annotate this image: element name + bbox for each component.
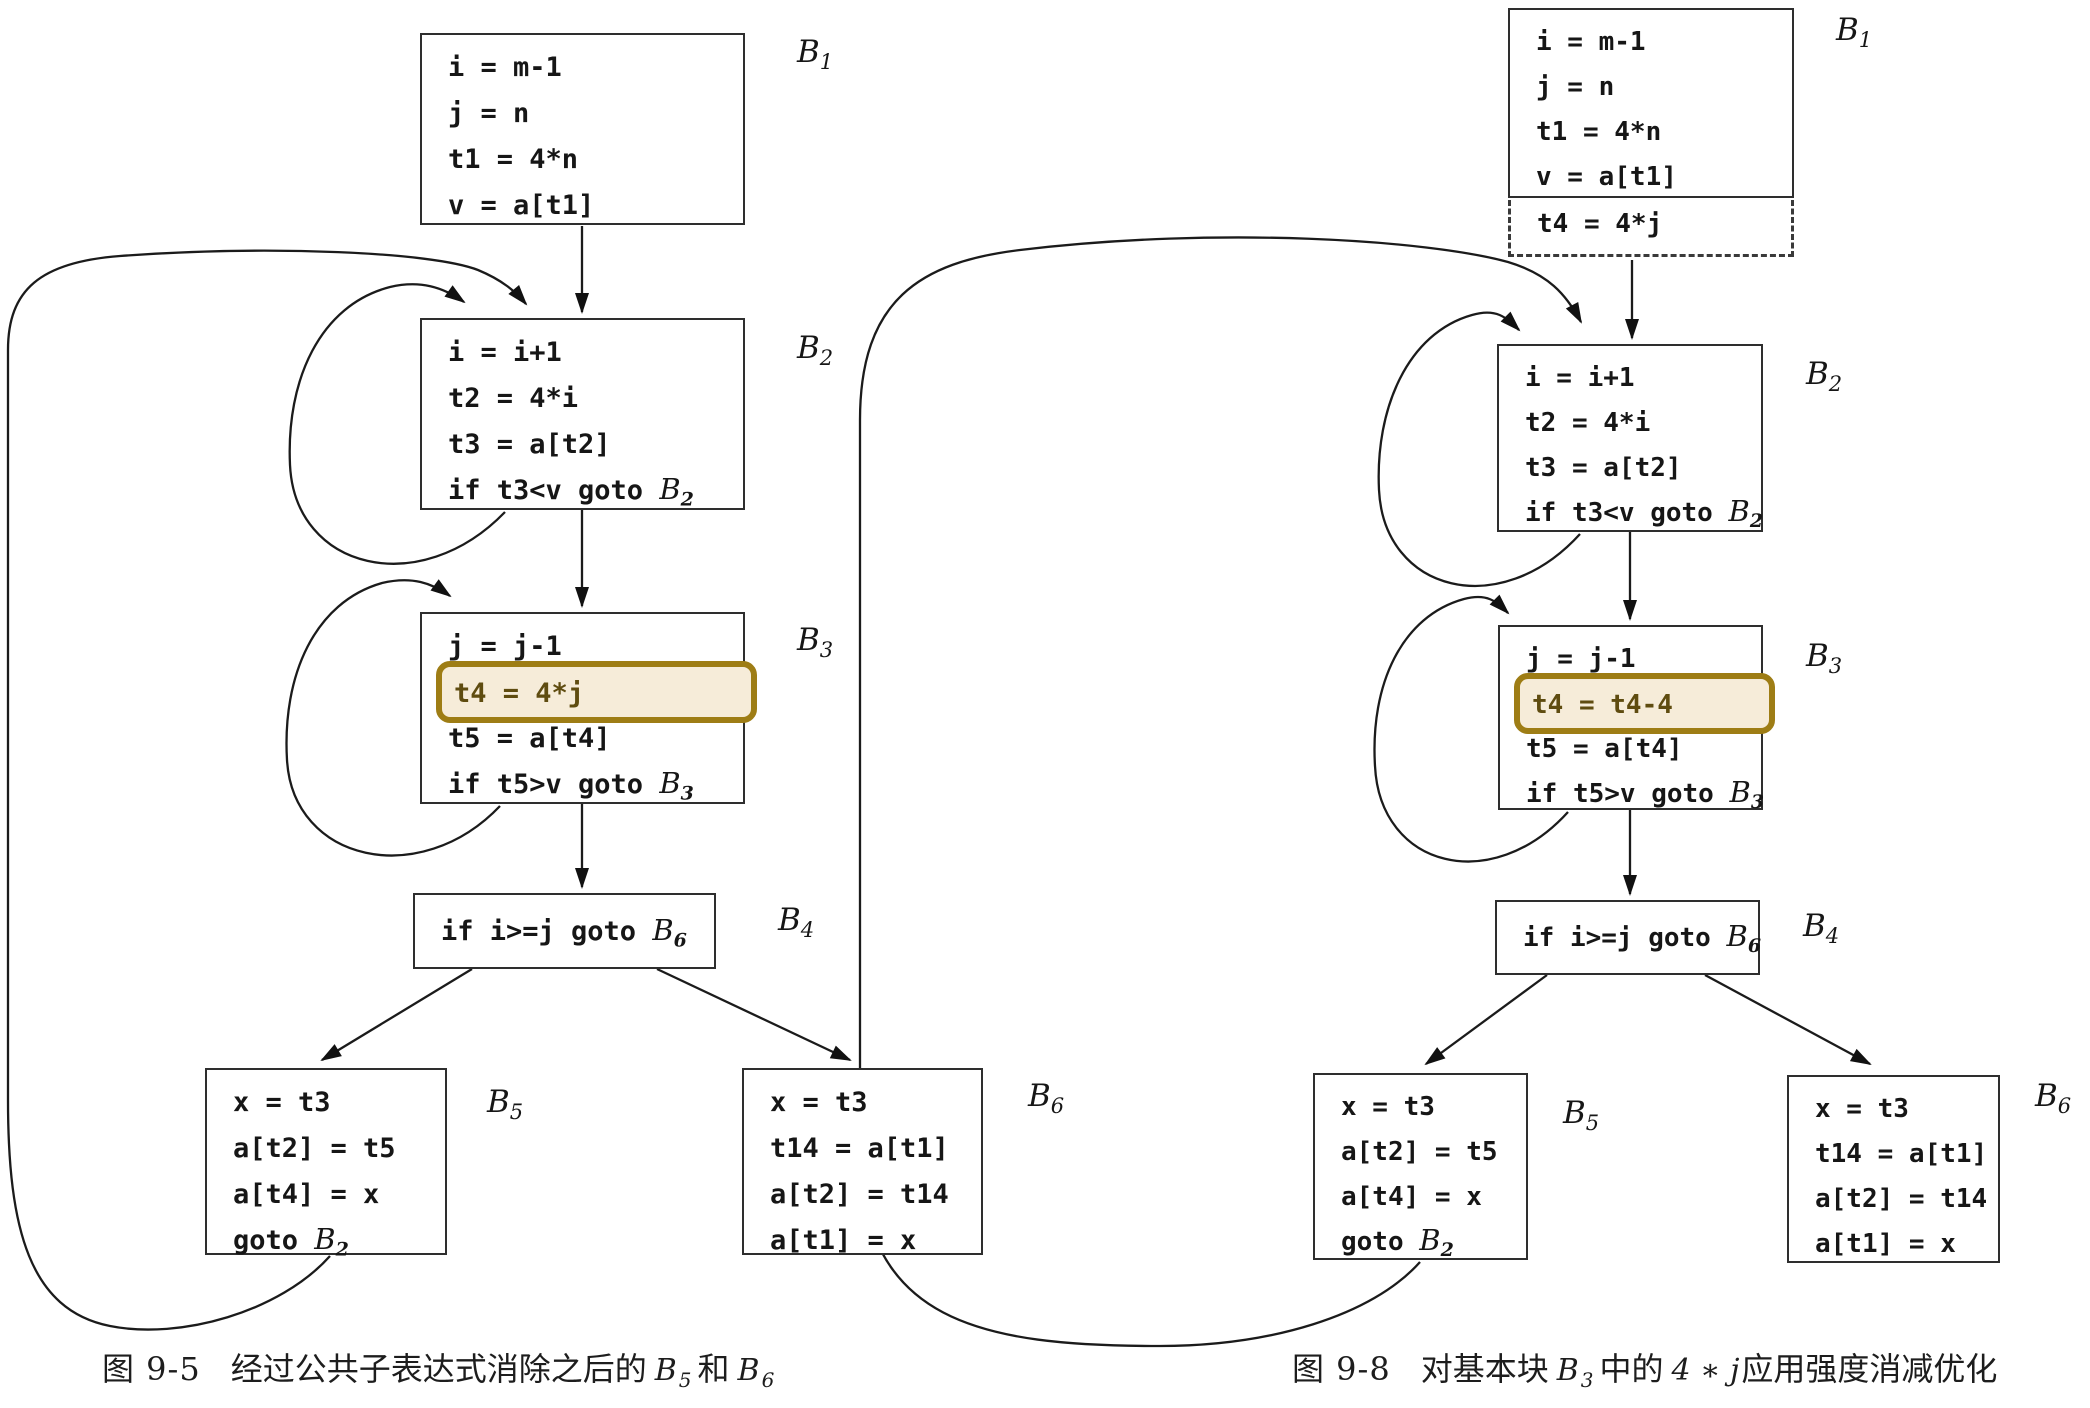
block-label-b3-left: B3 [797,622,834,663]
code-line: a[t1] = x [1815,1229,1956,1259]
code-line: a[t1] = x [770,1225,917,1256]
block-b1-left: i = m-1 j = n t1 = 4*n v = a[t1] [420,33,745,225]
code-line: t1 = 4*n [448,144,579,175]
code-line: j = n [1536,72,1615,102]
code-line: t14 = a[t1] [1815,1139,1988,1169]
code-line: if t5>v goto B3 [448,766,694,805]
block-label-b5-right: B5 [1563,1095,1600,1136]
code-line: v = a[t1] [1536,162,1677,192]
edge-right-b3-selfloop [1373,594,1569,863]
edge-right-b2-selfloop [1377,311,1581,587]
code-line: x = t3 [233,1087,331,1118]
code-line: if t3<v goto B2 [1525,494,1764,533]
code-line: t5 = a[t4] [1526,734,1683,764]
block-label-b2-left: B2 [797,330,834,371]
block-label-b1-left: B1 [797,34,834,75]
code-line: if t3<v goto B2 [448,472,694,511]
code-line: i = i+1 [1525,363,1635,393]
code-line: x = t3 [1815,1094,1909,1124]
code-line: goto B2 [233,1222,349,1261]
code-line: t2 = 4*i [448,383,579,414]
code-line: j = j-1 [1526,644,1636,674]
block-label-b1-right: B1 [1836,12,1873,53]
code-line: a[t2] = t5 [1341,1137,1498,1167]
edge-left-b2-selfloop [288,283,506,565]
code-line: t1 = 4*n [1536,117,1662,147]
highlighted-code-line: t4 = t4-4 [1514,673,1775,734]
code-line: j = j-1 [448,631,562,662]
block-label-b6-left: B6 [1028,1078,1065,1119]
code-line: a[t2] = t14 [770,1179,949,1210]
block-label-b5-left: B5 [487,1084,524,1125]
block-b1-dashed-extension: t4 = 4*j [1508,200,1794,257]
block-b3-right: j = j-1 t4 = t4-4 t5 = a[t4] if t5>v got… [1498,625,1775,812]
code-line: t4 = 4*j [1537,209,1663,239]
code-line: t3 = a[t2] [448,429,611,460]
code-line: v = a[t1] [448,190,595,221]
highlighted-code-line: t4 = 4*j [436,661,757,723]
code-line: if i>=j goto B6 [1523,919,1762,958]
code-line: t14 = a[t1] [770,1133,949,1164]
block-b4-right: if i>=j goto B6 [1495,900,1762,975]
edge-left-b4-b5 [320,968,473,1062]
block-b2-left: i = i+1 t2 = 4*i t3 = a[t2] if t3<v goto… [420,318,745,510]
edge-left-b5-b2-backedge [6,249,528,1331]
code-line: a[t4] = x [1341,1182,1482,1212]
block-label-b6-right: B6 [2035,1078,2072,1119]
code-line: j = n [448,98,530,129]
code-line: t5 = a[t4] [448,723,611,754]
code-line: x = t3 [770,1087,868,1118]
edge-right-b5-b2-backedge [858,236,1583,1348]
edge-left-b4-b6 [656,967,852,1062]
block-b2-right: i = i+1 t2 = 4*i t3 = a[t2] if t3<v goto… [1497,344,1763,532]
code-line: i = m-1 [448,52,562,83]
block-label-b2-right: B2 [1806,356,1843,397]
block-b6-right: x = t3 t14 = a[t1] a[t2] = t14 a[t1] = x [1787,1075,2000,1263]
code-line: i = m-1 [1536,27,1646,57]
block-b6-left: x = t3 t14 = a[t1] a[t2] = t14 a[t1] = x [742,1068,983,1256]
code-line: if t5>v goto B3 [1526,775,1765,814]
edge-left-b3-selfloop [285,579,501,857]
edge-right-b4-b6 [1704,973,1872,1066]
edge-right-b4-b5 [1424,974,1548,1066]
block-b5-left: x = t3 a[t2] = t5 a[t4] = x goto B2 [205,1068,447,1259]
code-line: x = t3 [1341,1092,1435,1122]
code-line: a[t2] = t14 [1815,1184,1988,1214]
block-b5-right: x = t3 a[t2] = t5 a[t4] = x goto B2 [1313,1073,1528,1260]
code-line: a[t2] = t5 [233,1133,396,1164]
block-b3-left: j = j-1 t4 = 4*j t5 = a[t4] if t5>v goto… [420,612,757,805]
code-line: t3 = a[t2] [1525,453,1682,483]
code-line: i = i+1 [448,337,562,368]
code-line: a[t4] = x [233,1179,380,1210]
block-b1-right: i = m-1 j = n t1 = 4*n v = a[t1] [1508,8,1794,198]
code-line: t2 = 4*i [1525,408,1651,438]
block-b4-left: if i>=j goto B6 [413,893,716,969]
code-line: if i>=j goto B6 [441,913,687,952]
block-label-b4-left: B4 [778,902,815,943]
block-label-b4-right: B4 [1803,908,1840,949]
code-line: goto B2 [1341,1223,1454,1262]
block-label-b3-right: B3 [1806,638,1843,679]
